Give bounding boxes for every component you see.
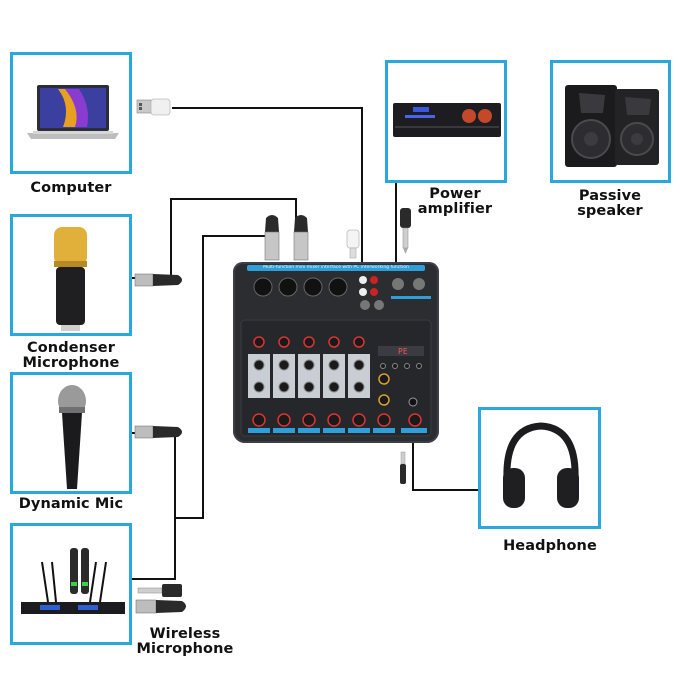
mini-jack-plug-icon — [400, 451, 406, 484]
xlr-plug-dynamic-icon — [134, 425, 182, 439]
wire-computer-usb — [172, 107, 363, 262]
wire-headphone — [412, 420, 478, 491]
xlr-input-1 — [253, 277, 273, 297]
wireless-label-line1: Wireless — [149, 626, 221, 642]
condenser-label-line1: Condenser — [27, 340, 115, 356]
xlr-input-2 — [278, 277, 298, 297]
passive-speaker-box — [550, 60, 671, 183]
jack-plug-amplifier-icon — [400, 208, 411, 254]
power-amplifier-box — [385, 60, 507, 183]
dynamic-mic-box — [10, 372, 132, 494]
power-label-line1: Power — [429, 186, 481, 202]
wire-wireless-mic — [131, 518, 176, 580]
jack-plug-wireless-icon — [137, 584, 182, 597]
dynamic-mic-label: Dynamic Mic — [18, 496, 124, 512]
xlr-plug-condenser-icon — [134, 273, 182, 287]
computer-box — [10, 52, 132, 174]
dynamic-microphone-icon — [58, 385, 86, 489]
passive-label-line1: Passive — [578, 188, 642, 204]
wireless-microphone-system-icon — [21, 548, 125, 614]
passive-speaker-icon — [565, 85, 659, 167]
condenser-microphone-label: Condenser Microphone — [10, 341, 132, 371]
usb-plug-icon — [136, 98, 171, 116]
headphone-box — [478, 407, 601, 529]
xlr-plug-mixer-2-icon — [293, 215, 309, 261]
condenser-microphone-icon — [54, 227, 87, 331]
power-amplifier-icon — [393, 103, 501, 137]
wireless-label-line2: Microphone — [136, 641, 234, 657]
xlr-input-4 — [328, 277, 348, 297]
mixer-display-text: PE — [398, 347, 408, 356]
condenser-label-line2: Microphone — [22, 355, 120, 371]
computer-label: Computer — [30, 180, 112, 196]
usb-c-plug-icon — [346, 229, 360, 259]
xlr-plug-mixer-1-icon — [264, 215, 280, 261]
passive-label-line2: speaker — [577, 203, 643, 219]
laptop-icon — [27, 85, 119, 139]
audio-mixer: Multi-function mini mixer interface with… — [233, 262, 439, 443]
xlr-plug-wireless-icon — [135, 599, 186, 614]
power-label-line2: amplifier — [417, 201, 493, 217]
headphone-label: Headphone — [503, 538, 597, 554]
condenser-microphone-box — [10, 214, 132, 336]
mixer-panel: PE — [240, 276, 432, 437]
wireless-microphone-label: Wireless Microphone — [130, 627, 240, 657]
headphone-icon — [503, 422, 579, 508]
xlr-input-3 — [303, 277, 323, 297]
power-amplifier-label: Power amplifier — [400, 187, 510, 217]
wireless-microphone-box — [10, 523, 132, 645]
mixer-header-strip: Multi-function mini mixer interface with… — [247, 265, 425, 271]
passive-speaker-label: Passive speaker — [555, 189, 665, 219]
